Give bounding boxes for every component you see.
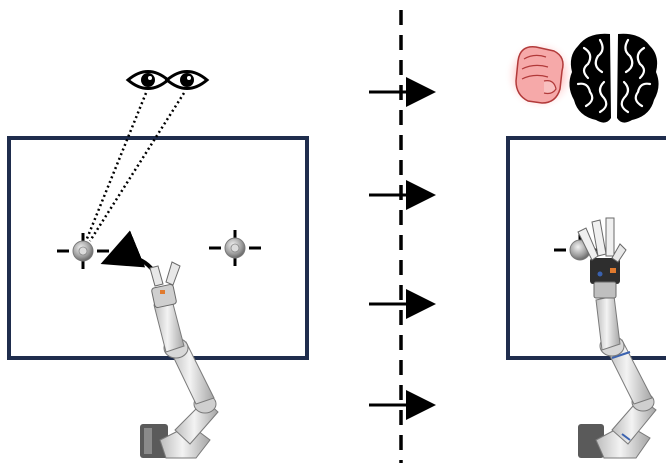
transition-arrows — [369, 77, 436, 420]
brain-icon — [569, 33, 659, 123]
crosshair-target-icon — [57, 233, 109, 269]
crosshair-target-icon — [209, 230, 261, 266]
robot-arm-icon — [577, 217, 657, 459]
gaze-line — [88, 92, 186, 242]
workspace-frame-left — [7, 136, 309, 360]
left-panel — [7, 70, 309, 459]
hand-fist-icon — [504, 39, 576, 111]
eye-icon — [125, 70, 171, 90]
eye-icon — [164, 70, 210, 90]
workspace-frame-right — [506, 136, 666, 360]
gaze-line — [84, 92, 148, 242]
robot-arm-icon — [140, 261, 219, 459]
right-panel — [504, 33, 666, 459]
